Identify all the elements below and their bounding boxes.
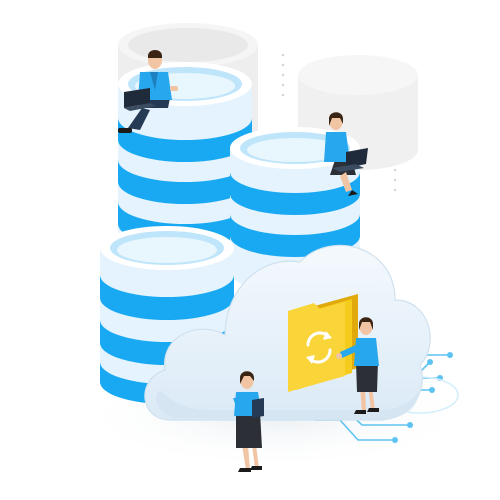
folder-sync-icon: [288, 294, 358, 392]
woman-with-tablet: [233, 371, 264, 472]
man-with-laptop: [118, 50, 178, 133]
woman-with-laptop: [324, 112, 368, 196]
woman-touching-folder: [336, 317, 379, 414]
